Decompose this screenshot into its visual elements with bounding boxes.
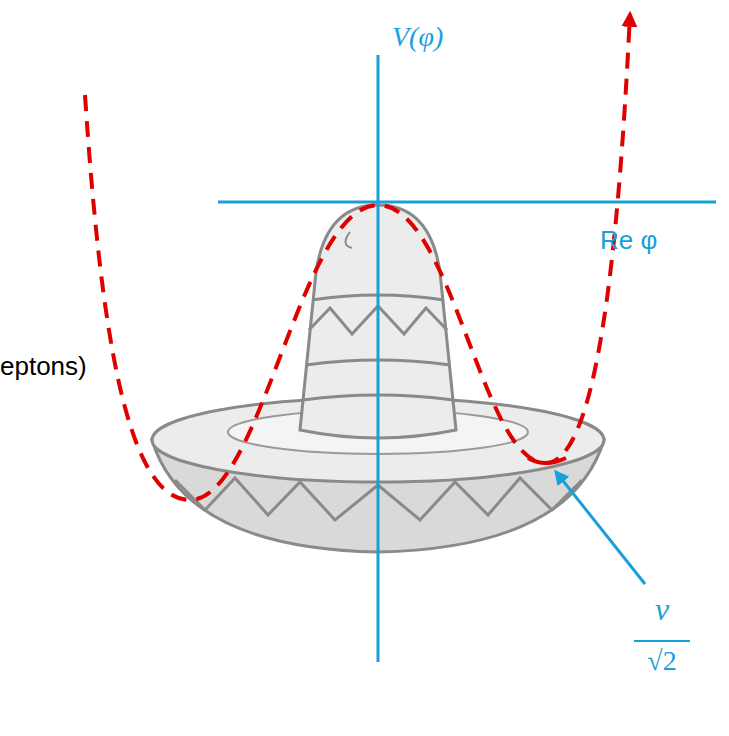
axis-label: Re φ xyxy=(600,226,657,255)
leader-arrow xyxy=(556,472,645,584)
vertical-axis xyxy=(377,55,380,662)
cut-off-note: eptons) xyxy=(0,352,87,381)
fraction-bar xyxy=(634,640,690,642)
fraction-denominator: √2 xyxy=(647,646,676,677)
fraction-numerator: v xyxy=(655,592,669,627)
minimum-mark xyxy=(528,458,566,463)
potential-curve xyxy=(85,14,630,500)
axis-label: V(φ) xyxy=(392,22,443,53)
horizontal-axis xyxy=(218,201,716,204)
